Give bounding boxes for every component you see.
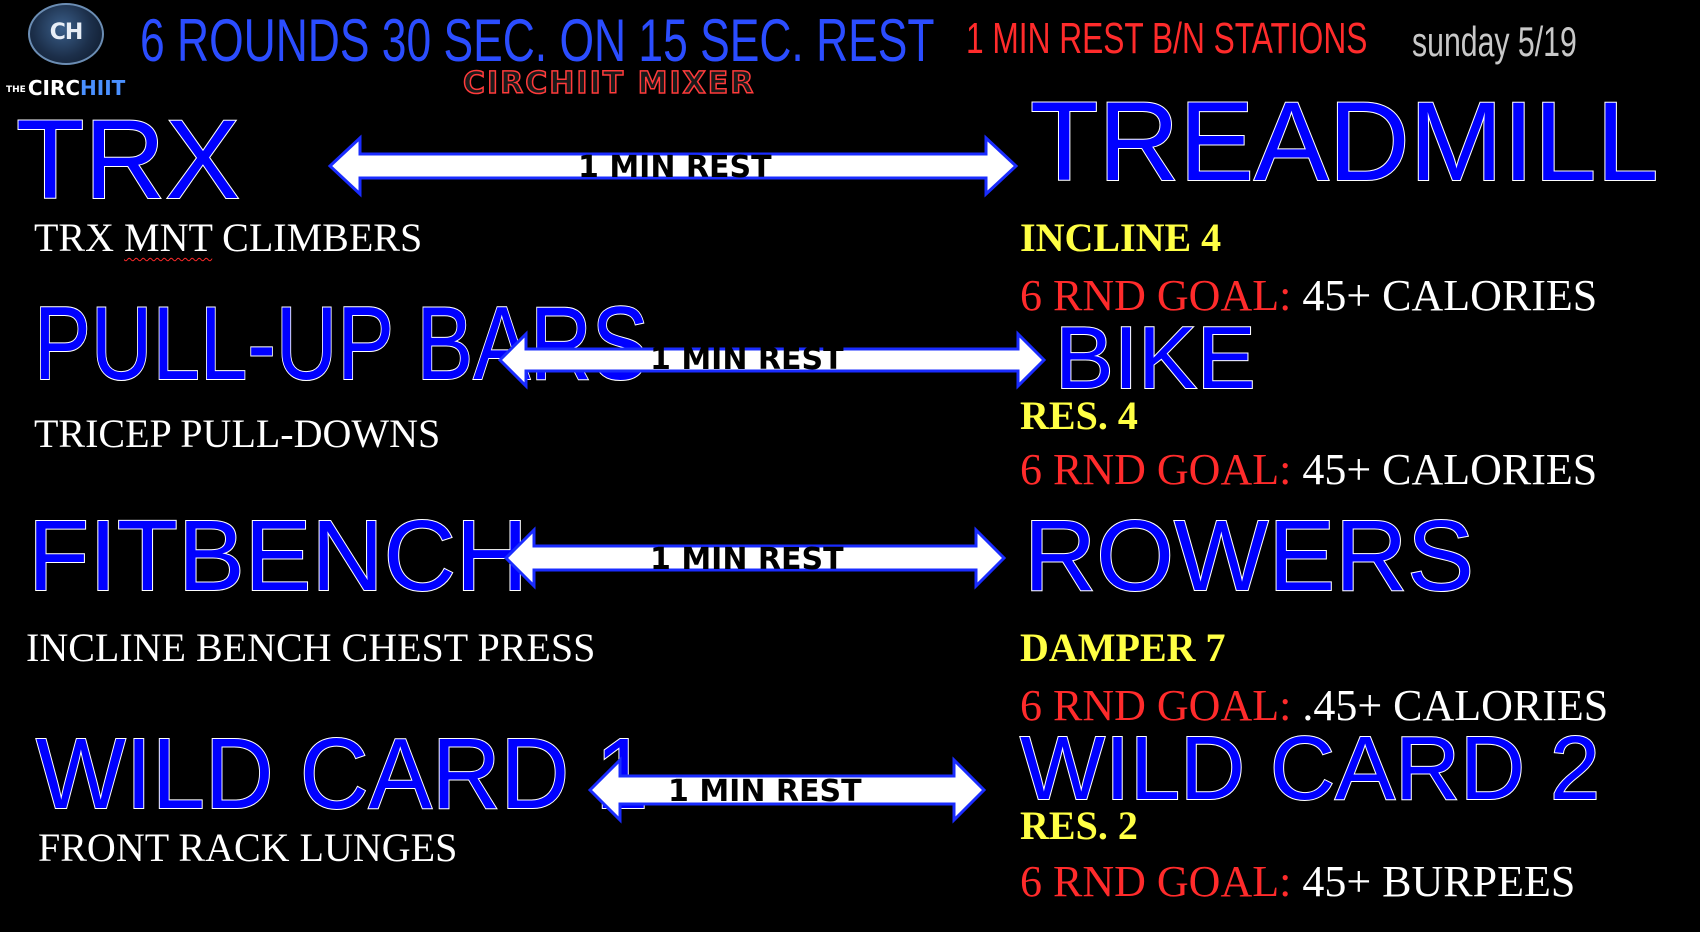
exercise-pull-up-bars: TRICEP PULL-DOWNS — [34, 411, 441, 456]
goal-treadmill: 6 RND GOAL: 45+ CALORIES — [1020, 270, 1597, 321]
goal-wild-card-2: 6 RND GOAL: 45+ BURPEES — [1020, 856, 1575, 907]
rest-arrow-2-shape — [497, 330, 1047, 390]
goal-bike-value: 45+ CALORIES — [1302, 445, 1598, 494]
goal-treadmill-value: 45+ CALORIES — [1302, 271, 1598, 320]
station-pull-up-bars: PULL-UP BARS — [33, 286, 649, 402]
exercise-trx: TRX MNT CLIMBERS — [34, 214, 422, 261]
exercise-trx-part-b: MNT — [124, 215, 213, 260]
logo-word-prefix: THE — [6, 84, 26, 95]
station-trx: TRX — [15, 97, 241, 222]
station-treadmill: TREADMILL — [1029, 79, 1660, 204]
exercise-fitbench: INCLINE BENCH CHEST PRESS — [26, 625, 596, 670]
goal-wild-card-2-value: 45+ BURPEES — [1302, 857, 1576, 906]
rest-arrow-3-label: 1 MIN REST — [650, 542, 844, 577]
rest-arrow-2 — [497, 330, 1047, 390]
goal-rowers-label: 6 RND GOAL: — [1020, 681, 1292, 730]
header-date: sunday 5/19 — [1412, 18, 1577, 65]
logo-monogram: CH — [49, 20, 84, 45]
station-wild-card-2: WILD CARD 2 — [1019, 719, 1601, 819]
rest-arrow-2-label: 1 MIN REST — [650, 342, 844, 377]
header-title: 6 ROUNDS 30 SEC. ON 15 SEC. REST — [140, 7, 935, 74]
rest-arrow-4 — [587, 756, 987, 824]
header-station-rest: 1 MIN REST B/N STATIONS — [966, 14, 1368, 63]
goal-bike-label: 6 RND GOAL: — [1020, 445, 1292, 494]
logo-word-highlight: HIIT — [80, 76, 126, 100]
exercise-trx-part-a: TRX — [34, 215, 124, 260]
workout-subtitle: CIRCHIIT MIXER — [462, 65, 756, 102]
exercise-wild-card-1: FRONT RACK LUNGES — [38, 825, 458, 870]
rest-arrow-4-shape — [587, 756, 987, 824]
goal-bike: 6 RND GOAL: 45+ CALORIES — [1020, 444, 1597, 495]
rest-arrow-3-shape — [503, 526, 1007, 590]
rest-arrow-1-shape — [327, 134, 1019, 198]
station-wild-card-1: WILD CARD 1 — [35, 718, 649, 830]
goal-treadmill-label: 6 RND GOAL: — [1020, 271, 1292, 320]
exercise-trx-part-c: CLIMBERS — [212, 215, 423, 260]
goal-rowers: 6 RND GOAL: .45+ CALORIES — [1020, 680, 1608, 731]
setting-treadmill: INCLINE 4 — [1020, 215, 1222, 260]
logo-badge — [28, 3, 104, 65]
logo-word-main: CIRC — [27, 76, 81, 100]
rest-arrow-1 — [327, 134, 1019, 198]
goal-wild-card-2-label: 6 RND GOAL: — [1020, 857, 1292, 906]
setting-wild-card-2: RES. 2 — [1020, 803, 1138, 848]
station-bike: BIKE — [1054, 308, 1257, 407]
goal-rowers-value: .45+ CALORIES — [1302, 681, 1609, 730]
station-fitbench: FITBENCH — [27, 500, 529, 612]
rest-arrow-3 — [503, 526, 1007, 590]
rest-arrow-4-label: 1 MIN REST — [668, 774, 862, 809]
rest-arrow-1-label: 1 MIN REST — [578, 150, 772, 185]
station-rowers: ROWERS — [1023, 500, 1475, 612]
setting-bike: RES. 4 — [1020, 393, 1138, 438]
setting-rowers: DAMPER 7 — [1020, 625, 1226, 670]
